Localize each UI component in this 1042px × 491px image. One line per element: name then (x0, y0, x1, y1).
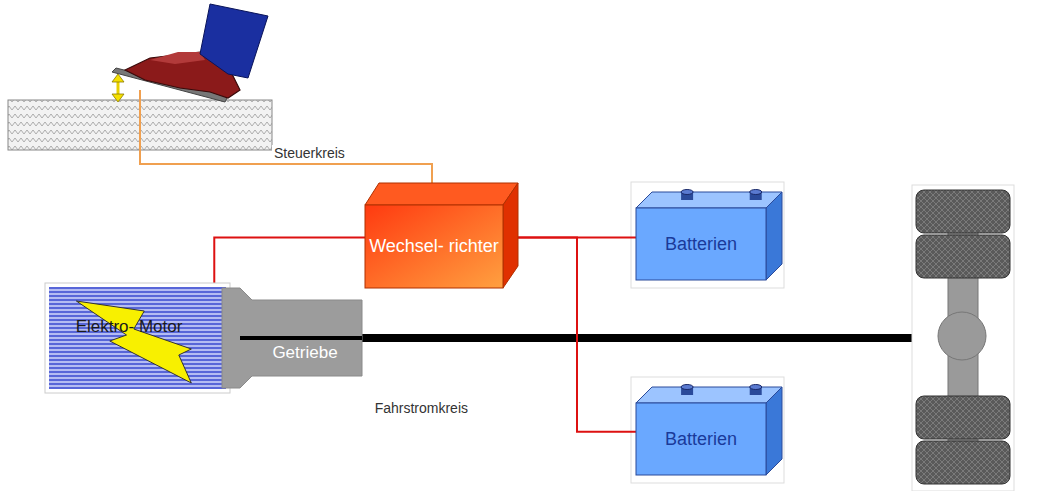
drive-shaft (360, 334, 942, 342)
shoe-highlight (150, 52, 205, 64)
battery-frame (631, 377, 784, 483)
gearbox-outline (222, 288, 362, 388)
motor-box: Elektro- Motor (45, 283, 230, 393)
leg (200, 4, 268, 78)
node-label: Getriebe (272, 343, 337, 363)
node-label-area: Elektro- Motor (75, 299, 183, 355)
node-label: Elektro- Motor (76, 317, 183, 337)
axle (912, 185, 1014, 491)
circuit-label: Steuerkreis (272, 145, 347, 161)
power-wire (518, 238, 636, 432)
control-wire (140, 90, 432, 188)
circuit-label: Fahrstromkreis (373, 400, 470, 416)
battery-box: Batterien (636, 188, 782, 280)
motor-box-outline (45, 283, 230, 393)
node-label-area: Wechsel- richter (365, 205, 503, 288)
inverter-box-outline (365, 183, 518, 288)
wheel (916, 190, 1010, 278)
wheel (916, 396, 1010, 484)
node-label-area: Getriebe (250, 338, 360, 368)
node-label-area: Batterien (636, 208, 766, 280)
node-label: Batterien (665, 429, 737, 450)
battery-frame (631, 182, 784, 288)
battery-box: Batterien (636, 383, 782, 475)
motion-arrow (112, 74, 124, 102)
node-label-area: Batterien (636, 403, 766, 475)
inverter-box: Wechsel- richter (365, 183, 518, 288)
gearbox: Getriebe (222, 288, 362, 388)
node-label: Wechsel- richter (369, 236, 499, 257)
node-label: Batterien (665, 234, 737, 255)
power-wire (214, 238, 365, 283)
